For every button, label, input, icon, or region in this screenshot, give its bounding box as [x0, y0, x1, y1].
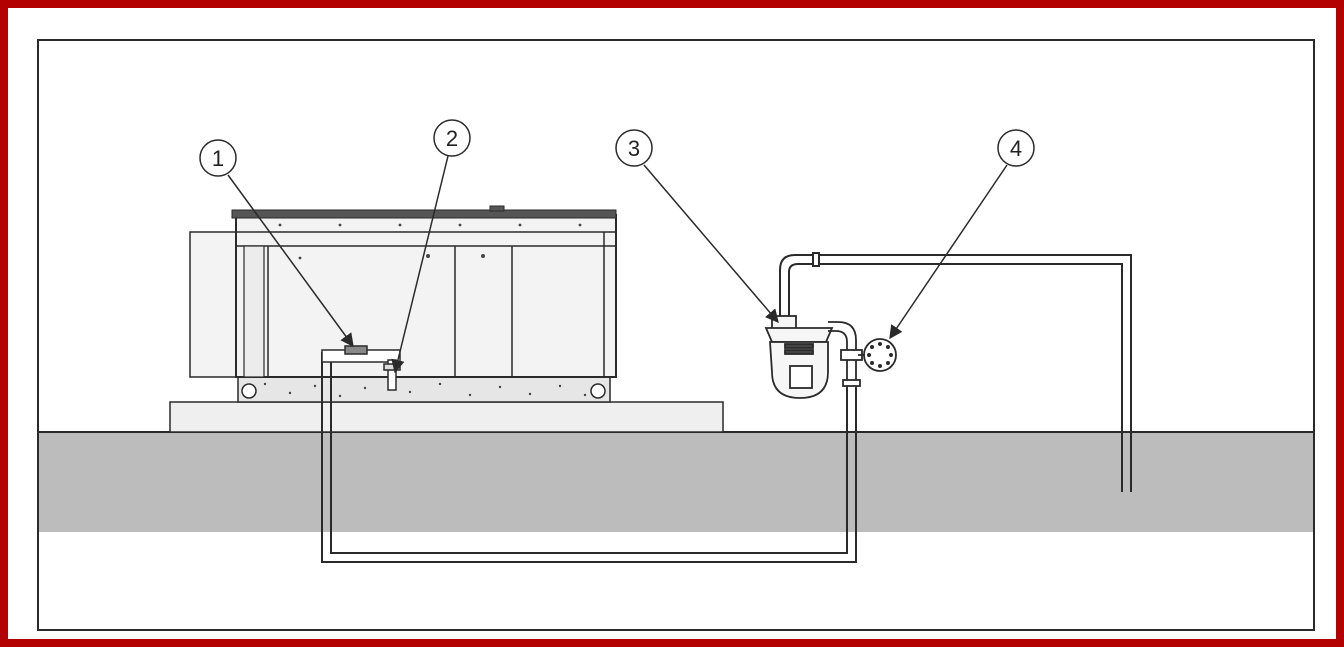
- leader-line-4: [889, 164, 1008, 340]
- generator-gas-inlet: [321, 345, 401, 391]
- pressure-gauge: [858, 338, 897, 372]
- callout-1: 1: [199, 139, 354, 348]
- callout-circle-1: [199, 139, 237, 177]
- callout-3: 3: [615, 129, 779, 324]
- leader-line-3: [643, 164, 779, 324]
- gas-supply-piping: [321, 252, 1132, 563]
- ground-band: [39, 432, 1313, 532]
- callout-label-2: 2: [446, 126, 458, 151]
- generator-enclosure: [189, 205, 617, 403]
- callout-circle-3: [615, 129, 653, 167]
- base-frame-texture: [263, 382, 587, 398]
- leader-line-2: [391, 155, 449, 374]
- callout-4: 4: [889, 129, 1035, 340]
- callout-label-4: 4: [1010, 136, 1022, 161]
- callout-circle-2: [433, 119, 471, 157]
- leader-line-1: [227, 174, 354, 348]
- callout-2: 2: [391, 119, 471, 374]
- callout-label-1: 1: [212, 146, 224, 171]
- concrete-pad: [169, 401, 724, 433]
- callout-circle-4: [997, 129, 1035, 167]
- callout-label-3: 3: [628, 136, 640, 161]
- gas-meter-regulator: [764, 315, 863, 399]
